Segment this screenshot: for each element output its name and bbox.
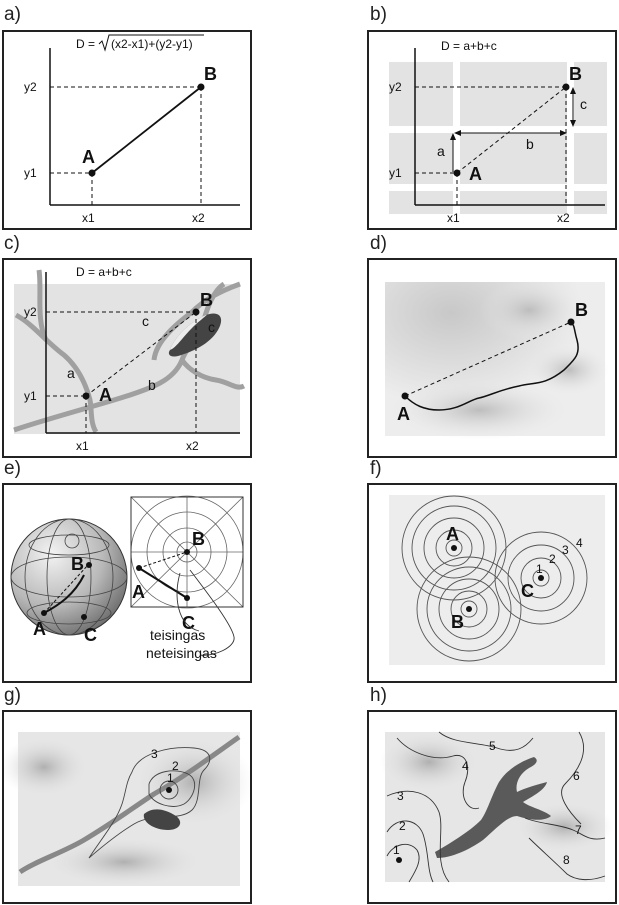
level-1-label: 1 [393, 843, 400, 857]
level-8-label: 8 [563, 853, 570, 867]
x2-label: x2 [557, 211, 570, 225]
panel-f: A B C 1 2 3 4 [367, 483, 617, 683]
y2-label: y2 [24, 80, 37, 94]
level-1-label: 1 [167, 771, 174, 785]
segment-b-label: b [148, 377, 156, 393]
panel-c: D = a+b+c y2 y1 x1 x2 A B a b c c [2, 258, 252, 458]
y2-label: y2 [389, 80, 402, 94]
panel-f-diagram: A B C 1 2 3 4 [389, 495, 605, 665]
panel-e-diagram: A B C A B C teisingas neteisingas [10, 495, 244, 661]
segment-a-label: a [67, 365, 75, 381]
point-a-label: A [446, 524, 459, 544]
x2-label: x2 [192, 211, 205, 225]
panel-label-d: d) [370, 233, 387, 254]
point-a-label: A [397, 404, 410, 424]
level-7-label: 7 [575, 823, 582, 837]
panel-label-g: g) [4, 685, 21, 706]
x1-label: x1 [82, 211, 95, 225]
formula: D = a+b+c [76, 265, 132, 279]
panel-a: D = (x2-x1)+(y2-y1) y2 y1 x1 x2 A B [2, 30, 252, 230]
point-b-label: B [200, 290, 213, 310]
level-2-label: 2 [399, 819, 406, 833]
panel-label-e: e) [4, 458, 21, 479]
x2-label: x2 [186, 439, 199, 453]
panel-g-diagram: 1 2 3 [4, 732, 250, 887]
panel-d-diagram: A B [385, 280, 609, 440]
level-6-label: 6 [573, 769, 580, 783]
x1-label: x1 [447, 211, 460, 225]
panel-h: 1 2 3 4 5 6 7 8 [367, 710, 617, 904]
point-a-label: A [82, 147, 95, 167]
sphere-b-label: B [71, 554, 84, 574]
panel-g: 1 2 3 [2, 710, 252, 904]
panel-b: D = a+b+c y2 y1 x1 x2 A B a b c [367, 30, 617, 230]
level-3-label: 3 [151, 747, 158, 761]
y2-label: y2 [24, 305, 37, 319]
panel-label-f: f) [370, 458, 382, 479]
level-3-label: 3 [397, 789, 404, 803]
ring-4-label: 4 [576, 536, 583, 550]
level-5-label: 5 [489, 739, 496, 753]
panel-h-diagram: 1 2 3 4 5 6 7 8 [379, 731, 614, 883]
ring-2-label: 2 [549, 552, 556, 566]
point-c-label: C [521, 581, 534, 601]
panel-label-a: a) [4, 4, 21, 25]
sphere-a-label: A [33, 619, 46, 639]
map-a-label: A [132, 582, 145, 602]
ring-3-label: 3 [562, 543, 569, 557]
panel-label-h: h) [370, 685, 387, 706]
ring-1-label: 1 [536, 562, 543, 576]
incorrect-label: neteisingas [146, 645, 217, 661]
point-b-label: B [569, 64, 582, 84]
point-a-label: A [469, 164, 482, 184]
segment-c-inner-label: c [208, 319, 215, 335]
point-b-label: B [575, 300, 588, 320]
segment-b-label: b [526, 136, 534, 152]
formula-root: (x2-x1)+(y2-y1) [111, 37, 193, 51]
panel-c-diagram: D = a+b+c y2 y1 x1 x2 A B a b c c [13, 265, 246, 453]
level-2-label: 2 [172, 759, 179, 773]
panel-b-diagram: D = a+b+c y2 y1 x1 x2 A B a b c [389, 39, 607, 225]
level-4-label: 4 [462, 759, 469, 773]
x1-label: x1 [76, 439, 89, 453]
point-b-label: B [204, 64, 217, 84]
panel-label-c: c) [4, 233, 20, 254]
y1-label: y1 [24, 389, 37, 403]
panel-a-diagram: D = (x2-x1)+(y2-y1) y2 y1 x1 x2 A B [24, 34, 240, 225]
panel-e: A B C A B C teisingas neteisingas [2, 483, 252, 683]
panel-d: A B [367, 258, 617, 458]
panel-label-b: b) [370, 4, 387, 25]
y1-label: y1 [389, 166, 402, 180]
map-b-label: B [192, 529, 205, 549]
formula-prefix: D = [76, 37, 95, 51]
segment-a-label: a [437, 143, 445, 159]
sphere-c-label: C [84, 625, 97, 645]
segment-c-label: c [580, 96, 587, 112]
correct-label: teisingas [150, 627, 205, 643]
y1-label: y1 [24, 166, 37, 180]
formula: D = a+b+c [441, 39, 497, 53]
segment-c-label: c [142, 313, 149, 329]
point-a-label: A [99, 385, 112, 405]
point-b-label: B [451, 612, 464, 632]
